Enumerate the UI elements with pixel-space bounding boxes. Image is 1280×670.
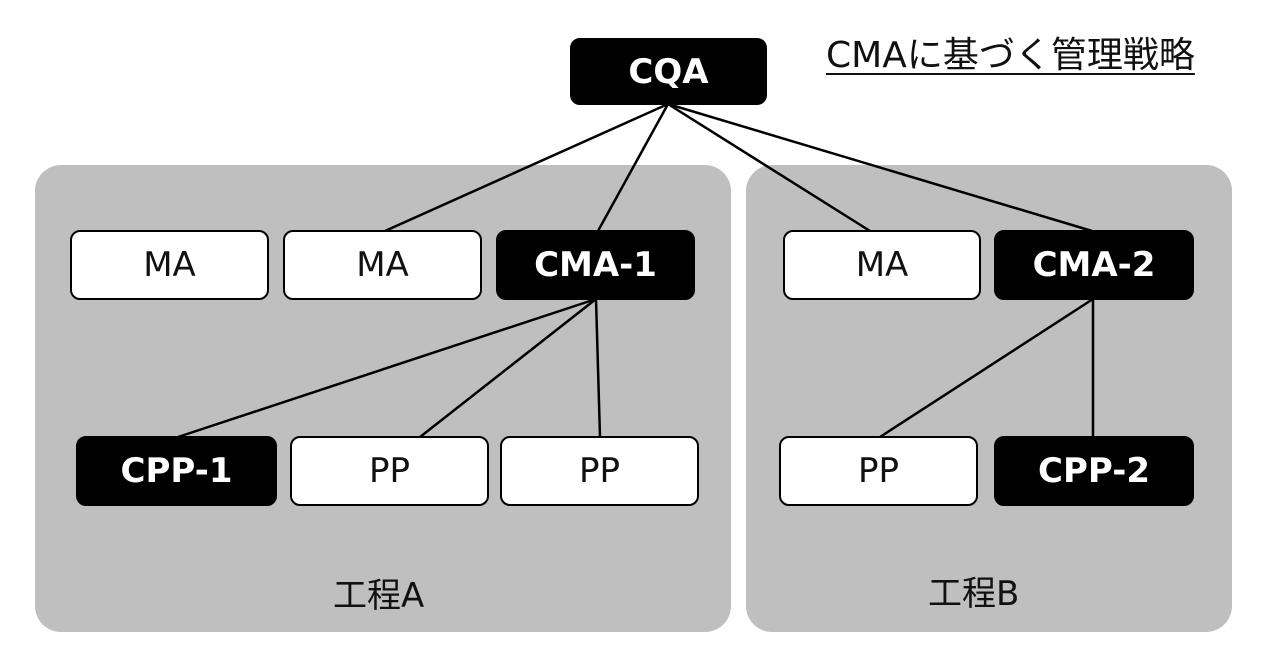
cma-1-node: CMA-1 [496,230,695,300]
line-cma1-pp-a2 [419,298,597,438]
line-cqa-ma-a2 [384,102,669,233]
cpp-1-node: CPP-1 [76,436,277,506]
cma-2-node: CMA-2 [994,230,1194,300]
pp-node: PP [779,436,978,506]
line-cqa-cma1 [596,103,670,232]
process-b-label: 工程B [928,574,1020,614]
line-cma1-cpp1 [177,297,597,439]
ma-node: MA [283,230,482,300]
cqa-node: CQA [570,38,767,105]
pp-node: PP [290,436,489,506]
diagram-title: CMAに基づく管理戦略 [826,35,1195,76]
line-cma1-pp-a3 [594,298,602,438]
pp-node: PP [500,436,699,506]
process-a-label: 工程A [333,576,425,616]
line-cqa-ma-b1 [667,102,871,233]
line-cma2-pp-b1 [879,297,1094,439]
cpp-2-node: CPP-2 [994,436,1194,506]
line-cqa-cma2 [667,102,1093,233]
ma-node: MA [783,230,981,300]
ma-node: MA [70,230,269,300]
